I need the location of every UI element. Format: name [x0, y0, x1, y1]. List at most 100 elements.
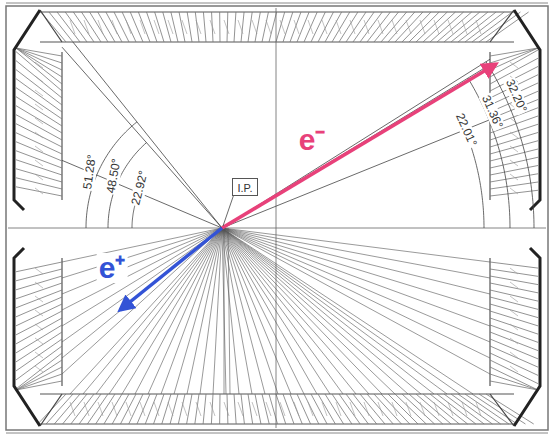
crystal-line	[114, 12, 129, 42]
endcap-tick	[35, 296, 43, 302]
crystal-line	[290, 394, 302, 424]
fan-line	[222, 228, 434, 394]
endcap-crystal	[490, 48, 538, 56]
crystal-tick	[420, 20, 425, 34]
fan-line	[222, 228, 369, 394]
crystal-tick	[406, 402, 411, 416]
crystal-line	[437, 12, 472, 42]
crystal-line	[353, 394, 377, 424]
crystal-line	[155, 12, 164, 42]
crystal-line	[154, 394, 164, 424]
dimension-arc	[486, 62, 534, 228]
crystal-tick	[350, 402, 355, 416]
endcap-crystal	[16, 381, 62, 390]
endcap-crystal	[490, 311, 538, 326]
crystal-line	[98, 12, 115, 42]
fan-line	[96, 228, 222, 394]
frame-line	[6, 433, 548, 434]
fan-line	[222, 228, 395, 394]
endcap-tick	[35, 282, 43, 288]
endcap-tick	[35, 366, 43, 372]
endcap-crystal	[490, 262, 538, 268]
angle-dimensions	[62, 42, 534, 228]
crystal-tick	[308, 20, 313, 34]
crystal-line	[367, 394, 393, 424]
fan-line	[70, 228, 222, 394]
crystal-tick	[308, 402, 313, 416]
endcap-crystal	[16, 106, 62, 133]
endcap-tick	[510, 62, 518, 68]
crystal-tick	[210, 20, 215, 34]
angle-line	[73, 42, 222, 228]
housing-corner	[14, 248, 40, 426]
endcap-crystal	[490, 269, 538, 276]
crystal-tick	[252, 20, 257, 34]
fan-line	[222, 228, 490, 278]
crystal-tick	[154, 20, 159, 34]
crystal-line	[130, 12, 143, 42]
endcap-tick	[35, 188, 43, 194]
crystal-line	[325, 394, 344, 424]
crystal-tick	[112, 20, 117, 34]
crystal-line	[297, 394, 311, 424]
crystal-tick	[84, 20, 89, 34]
crystal-tick	[280, 402, 285, 416]
crystal-tick	[294, 402, 299, 416]
crystal-tick	[126, 402, 131, 416]
fan-line	[222, 228, 460, 394]
endcap-crystal	[16, 325, 62, 353]
crystal-line	[171, 12, 178, 42]
crystal-tick	[392, 20, 397, 34]
crystal-tick	[238, 402, 243, 416]
crystal-tick	[266, 402, 271, 416]
crystal-tick	[140, 20, 145, 34]
endcap-crystal	[490, 157, 538, 168]
crystal-tick	[294, 20, 299, 34]
angle-label: 22.92°	[129, 169, 151, 208]
fan-line	[62, 228, 222, 342]
crystal-line	[339, 12, 358, 42]
fan-line	[222, 228, 490, 342]
crystal-line	[163, 12, 171, 42]
crystal-line	[104, 394, 122, 424]
crystal-line	[290, 12, 301, 42]
crystal-line	[262, 394, 269, 424]
crystal-line	[311, 394, 327, 424]
barrel-edge	[40, 41, 514, 42]
crystal-line	[388, 12, 415, 42]
fan-line	[222, 228, 473, 394]
endcap-crystal	[490, 367, 538, 390]
crystal-tick	[434, 402, 439, 416]
endcap-crystal	[490, 304, 538, 318]
endcap-tick	[510, 188, 518, 194]
crystal-line	[311, 12, 325, 42]
crystal-tick	[322, 402, 327, 416]
crystal-line	[374, 12, 399, 42]
crystal-line	[360, 394, 385, 424]
endcap-crystal	[16, 133, 62, 154]
endcap-crystal	[16, 70, 62, 105]
crystal-tick	[70, 20, 75, 34]
fan-line	[222, 228, 226, 394]
endcap-crystal	[16, 339, 62, 371]
crystal-tick	[336, 20, 341, 34]
housing-corner	[514, 248, 540, 426]
crystal-line	[106, 12, 122, 42]
endcap-tick	[35, 132, 43, 138]
crystal-line	[137, 394, 150, 424]
crystal-line	[423, 12, 455, 42]
fan-line	[62, 228, 222, 310]
fan-line	[62, 228, 222, 294]
fan-line	[83, 228, 222, 394]
crystal-tick	[112, 402, 117, 416]
crystal-line	[170, 394, 178, 424]
endcap-crystal	[490, 290, 538, 301]
endcap-tick	[35, 352, 43, 358]
ip-leader	[223, 194, 234, 226]
endcap-crystal	[16, 332, 62, 362]
crystal-line	[381, 394, 410, 424]
fan-line	[213, 228, 222, 394]
crystal-line	[255, 394, 261, 424]
endcap-tick	[510, 310, 518, 316]
